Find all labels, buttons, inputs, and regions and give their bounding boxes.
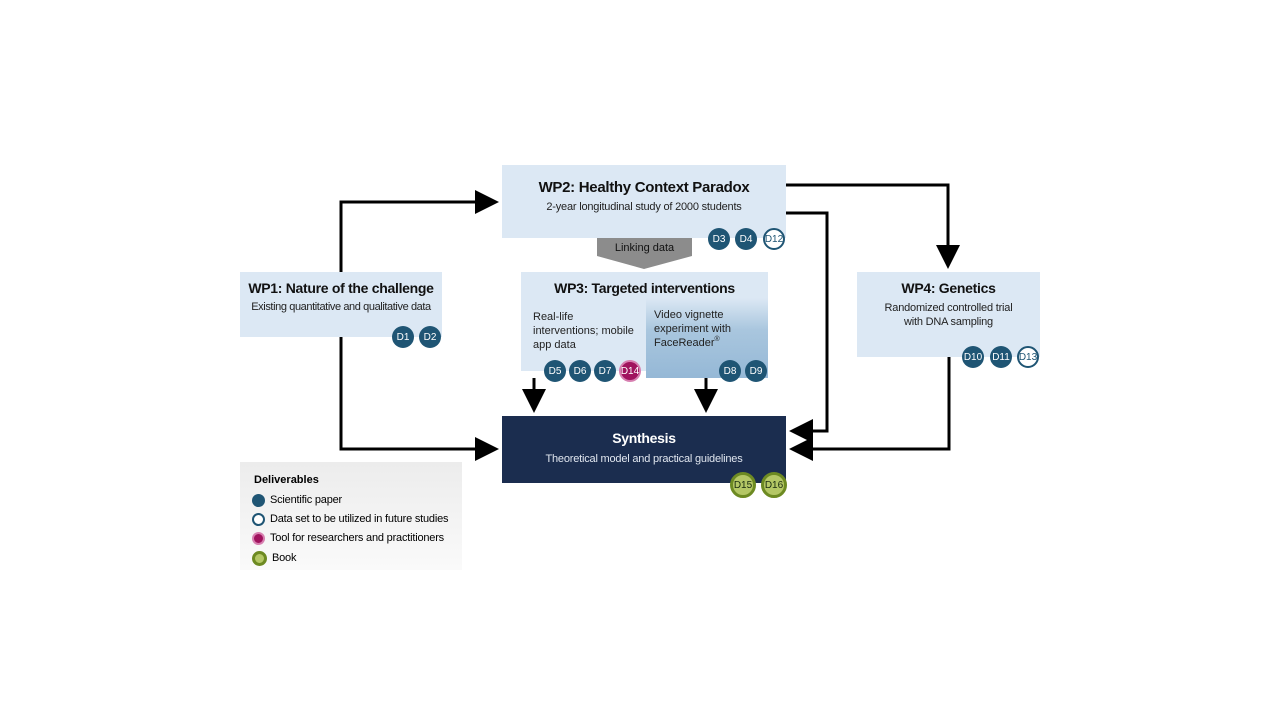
wp2-box: WP2: Healthy Context Paradox 2-year long… — [502, 165, 786, 238]
linking-data-label: Linking data — [614, 242, 675, 254]
legend-item: Tool for researchers and practitioners — [252, 532, 444, 545]
wp4-subtitle: Randomized controlled trial with DNA sam… — [884, 302, 1013, 328]
book-icon — [252, 551, 267, 566]
deliverable-badge: D9 — [745, 360, 767, 382]
wp2-subtitle: 2-year longitudinal study of 2000 studen… — [546, 201, 742, 213]
wp1-title: WP1: Nature of the challenge — [248, 280, 434, 296]
deliverable-badge: D10 — [962, 346, 984, 368]
legend-item-label: Tool for researchers and practitioners — [270, 532, 444, 544]
wp3-right-text: Video vignette experiment with FaceReade… — [654, 309, 732, 349]
legend-item: Data set to be utilized in future studie… — [252, 513, 448, 526]
wp2-title: WP2: Healthy Context Paradox — [538, 179, 750, 196]
deliverable-badge: D8 — [719, 360, 741, 382]
deliverable-badge: D4 — [735, 228, 757, 250]
arrow-wp4-synthesis — [789, 357, 951, 461]
deliverable-badge: D13 — [1017, 346, 1039, 368]
deliverable-badge: D3 — [708, 228, 730, 250]
legend-item: Scientific paper — [252, 494, 342, 507]
deliverable-badge: D2 — [419, 326, 441, 348]
scientific-paper-icon — [252, 494, 265, 507]
linking-arrow-shape — [597, 238, 692, 269]
deliverable-badge: D16 — [761, 472, 787, 498]
wp1-box: WP1: Nature of the challenge Existing qu… — [240, 272, 442, 337]
wp3-left-text: Real-life interventions; mobile app data — [533, 311, 634, 351]
legend-title: Deliverables — [254, 474, 319, 486]
arrow-wp2-synthesis — [786, 211, 829, 443]
wp1-subtitle: Existing quantitative and qualitative da… — [251, 301, 431, 313]
deliverable-badge: D5 — [544, 360, 566, 382]
arrow-wp1-wp2 — [339, 190, 499, 272]
legend: Deliverables Scientific paper Data set t… — [240, 462, 462, 570]
tool-icon — [252, 532, 265, 545]
synthesis-subtitle: Theoretical model and practical guidelin… — [545, 453, 743, 465]
deliverable-badge: D7 — [594, 360, 616, 382]
arrow-wp1-synthesis — [339, 337, 499, 461]
deliverable-badge: D14 — [619, 360, 641, 382]
deliverable-badge: D12 — [763, 228, 785, 250]
legend-item: Book — [252, 551, 296, 566]
legend-item-label: Book — [272, 552, 297, 564]
data-set-icon — [252, 513, 265, 526]
deliverable-badge: D1 — [392, 326, 414, 348]
deliverable-badge: D11 — [990, 346, 1012, 368]
synthesis-title: Synthesis — [612, 430, 676, 446]
legend-item-label: Scientific paper — [270, 494, 343, 506]
wp4-box: WP4: Genetics Randomized controlled tria… — [857, 272, 1040, 357]
arrow-wp2-wp4 — [786, 183, 960, 269]
deliverable-badge: D15 — [730, 472, 756, 498]
legend-item-label: Data set to be utilized in future studie… — [270, 513, 449, 525]
wp4-title: WP4: Genetics — [901, 280, 996, 296]
deliverable-badge: D6 — [569, 360, 591, 382]
synthesis-box: Synthesis Theoretical model and practica… — [502, 416, 786, 483]
registered-mark: ® — [714, 336, 720, 343]
wp3-title: WP3: Targeted interventions — [554, 280, 735, 296]
